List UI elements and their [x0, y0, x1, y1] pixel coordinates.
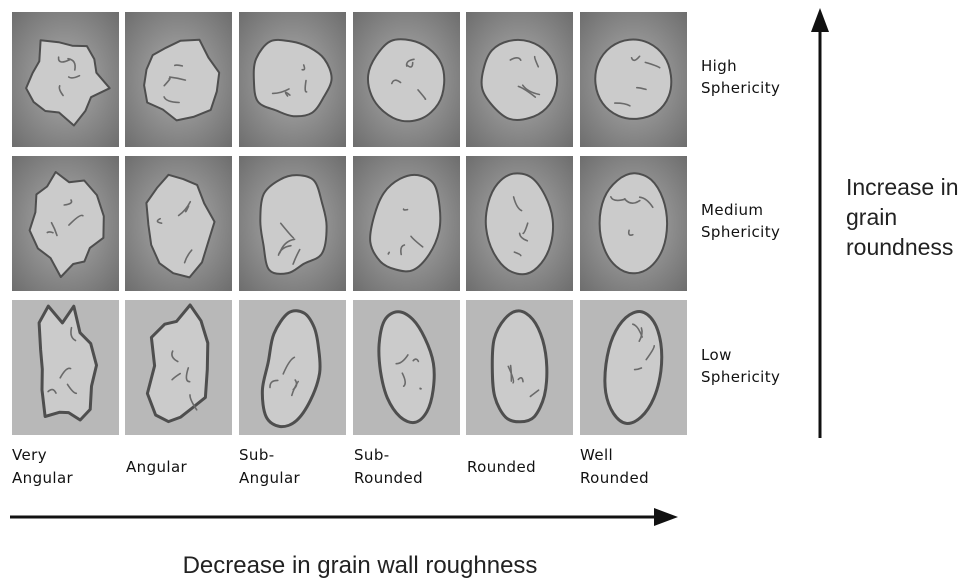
- column-label-rounded: Rounded: [467, 456, 575, 479]
- column-label-angular: Angular: [126, 456, 234, 479]
- column-label-sub-rounded: Sub-Rounded: [354, 444, 462, 490]
- grain-cell-low-sub-angular: [239, 300, 346, 435]
- grain-cell-medium-well-rounded: [580, 156, 687, 291]
- grain-cell-high-rounded: [466, 12, 573, 147]
- grain-cell-medium-sub-rounded: [353, 156, 460, 291]
- grain-cell-low-rounded: [466, 300, 573, 435]
- grain-cell-high-angular: [125, 12, 232, 147]
- grain-cell-low-very-angular: [12, 300, 119, 435]
- grain-cell-low-well-rounded: [580, 300, 687, 435]
- grain-cell-medium-sub-angular: [239, 156, 346, 291]
- grain-cell-high-very-angular: [12, 12, 119, 147]
- grain-cell-high-sub-angular: [239, 12, 346, 147]
- column-label-sub-angular: Sub-Angular: [239, 444, 347, 490]
- grain-cell-low-angular: [125, 300, 232, 435]
- horizontal-axis-arrow: [10, 505, 680, 529]
- grain-cell-high-sub-rounded: [353, 12, 460, 147]
- vertical-axis-label: Increase in grain roundness: [846, 172, 979, 262]
- grain-shape-grid: [0, 0, 700, 460]
- grain-cell-high-well-rounded: [580, 12, 687, 147]
- grain-cell-medium-rounded: [466, 156, 573, 291]
- grain-cell-medium-angular: [125, 156, 232, 291]
- horizontal-axis-label: Decrease in grain wall roughness: [0, 552, 720, 580]
- vertical-axis-arrow: [808, 6, 832, 440]
- grain-cell-medium-very-angular: [12, 156, 119, 291]
- grain-cell-low-sub-rounded: [353, 300, 460, 435]
